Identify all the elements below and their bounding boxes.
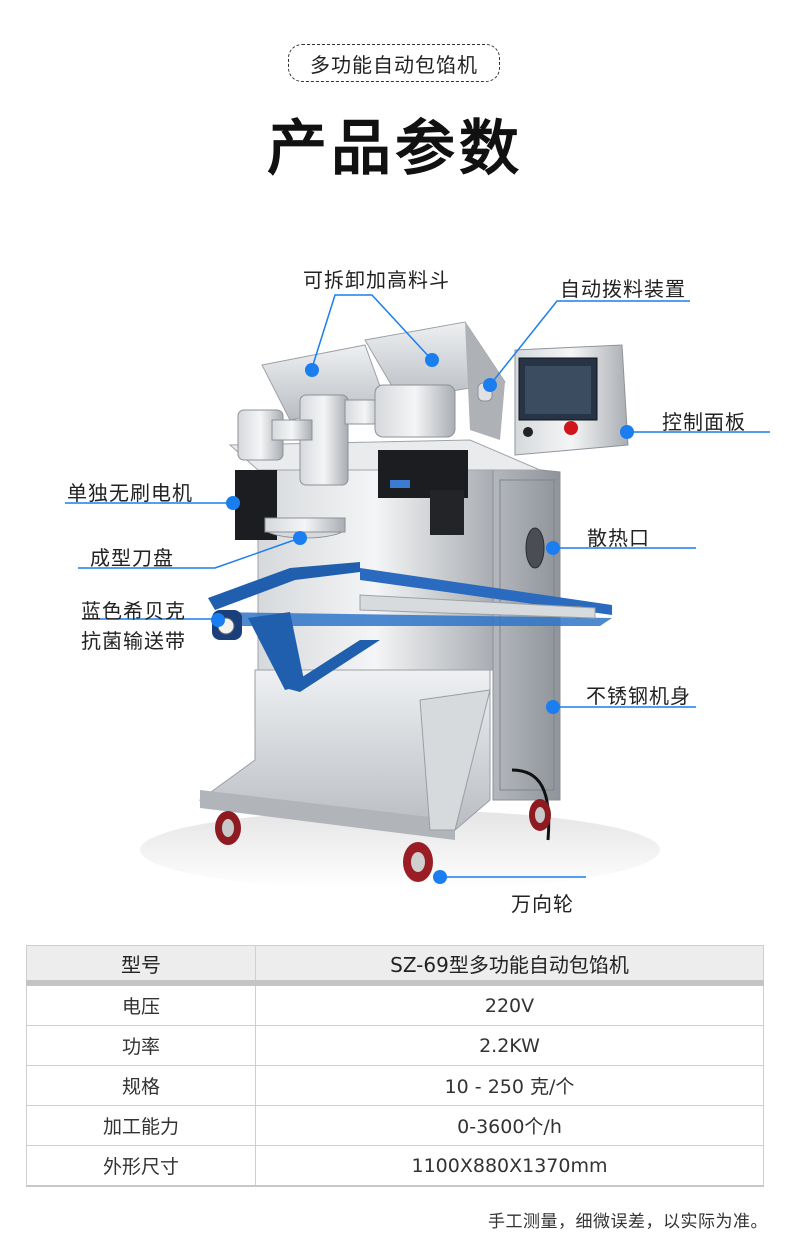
spec-key: 功率 bbox=[26, 1025, 256, 1066]
spec-key: 加工能力 bbox=[26, 1105, 256, 1146]
callout-caster: 万向轮 bbox=[511, 892, 574, 916]
callout-auto-feed: 自动拨料装置 bbox=[560, 277, 686, 301]
machine-illustration: 可拆卸加高料斗 自动拨料装置 控制面板 单独无刷电机 散热口 成型刀盘 蓝色希贝… bbox=[0, 240, 790, 940]
spec-value: 2.2KW bbox=[255, 1025, 764, 1066]
spec-key: 电压 bbox=[26, 982, 256, 1026]
callout-control-panel: 控制面板 bbox=[662, 410, 746, 434]
table-row: 功率 2.2KW bbox=[26, 1025, 764, 1066]
spec-key: 规格 bbox=[26, 1065, 256, 1106]
table-row: 加工能力 0-3600个/h bbox=[26, 1105, 764, 1146]
table-row: 电压 220V bbox=[26, 982, 764, 1026]
spec-value: 10 - 250 克/个 bbox=[255, 1065, 764, 1106]
table-row: 外形尺寸 1100X880X1370mm bbox=[26, 1145, 764, 1187]
spec-value: 0-3600个/h bbox=[255, 1105, 764, 1146]
spec-table-header-row: 型号 SZ-69型多功能自动包馅机 bbox=[26, 945, 764, 986]
page-title: 产品参数 bbox=[267, 114, 523, 184]
product-name-pill: 多功能自动包馅机 bbox=[288, 44, 500, 82]
spec-key: 外形尺寸 bbox=[26, 1145, 256, 1187]
spec-table: 型号 SZ-69型多功能自动包馅机 电压 220V 功率 2.2KW 规格 10… bbox=[26, 945, 764, 1187]
product-name-label: 多功能自动包馅机 bbox=[310, 52, 478, 77]
callout-body: 不锈钢机身 bbox=[586, 684, 691, 708]
callout-motor: 单独无刷电机 bbox=[67, 481, 193, 505]
spec-value: 1100X880X1370mm bbox=[255, 1145, 764, 1187]
spec-header-key: 型号 bbox=[26, 945, 256, 986]
callout-conveyor-line1: 蓝色希贝克 bbox=[81, 599, 186, 623]
spec-value: 220V bbox=[255, 982, 764, 1026]
callout-conveyor-line2: 抗菌输送带 bbox=[81, 629, 186, 653]
callout-hopper: 可拆卸加高料斗 bbox=[303, 268, 450, 292]
table-row: 规格 10 - 250 克/个 bbox=[26, 1065, 764, 1106]
callout-forming-disc: 成型刀盘 bbox=[90, 546, 174, 570]
spec-header-value: SZ-69型多功能自动包馅机 bbox=[255, 945, 764, 986]
measurement-footnote: 手工测量，细微误差，以实际为准。 bbox=[488, 1212, 768, 1232]
callout-cooling-vent: 散热口 bbox=[587, 526, 650, 550]
